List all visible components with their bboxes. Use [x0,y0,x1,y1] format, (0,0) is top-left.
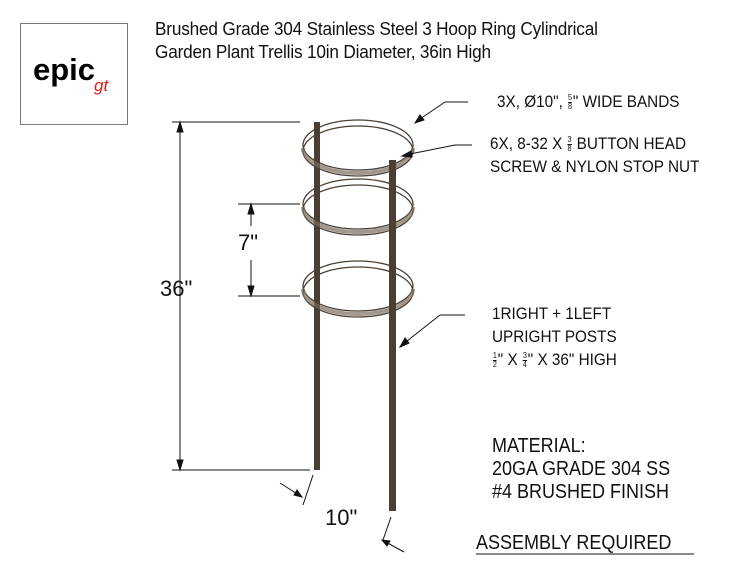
screws-text: 6X, 8-32 X [490,134,563,153]
screws-suffix: BUTTON HEAD [572,134,687,153]
dimension-lines [172,101,694,555]
callout-screws-line2: SCREW & NYLON STOP NUT [490,157,700,176]
material-grade: 20GA GRADE 304 SS [492,458,671,480]
diameter-dimension: 10" [325,505,358,530]
right-post [389,160,396,511]
material-finish: #4 BRUSHED FINISH [492,481,670,503]
assembly-note: ASSEMBLY REQUIRED [476,532,672,554]
title-line-1: Brushed Grade 304 Stainless Steel 3 Hoop… [155,18,598,39]
spacing-dimension: 7" [238,230,259,255]
logo-subtext: gt [94,76,109,95]
height-dimension: 36" [160,276,193,301]
bands-text: 3X, Ø10", [497,92,563,111]
material-heading: MATERIAL: [492,435,586,457]
callout-posts-line2: UPRIGHT POSTS [492,327,617,346]
title-line-2: Garden Plant Trellis 10in Diameter, 36in… [155,41,491,62]
callout-posts-line1: 1RIGHT + 1LEFT [492,304,612,323]
left-post [314,122,320,470]
bands-suffix: " WIDE BANDS [572,92,680,111]
brand-logo: epic gt [20,23,128,125]
logo-text: epic [33,52,96,87]
